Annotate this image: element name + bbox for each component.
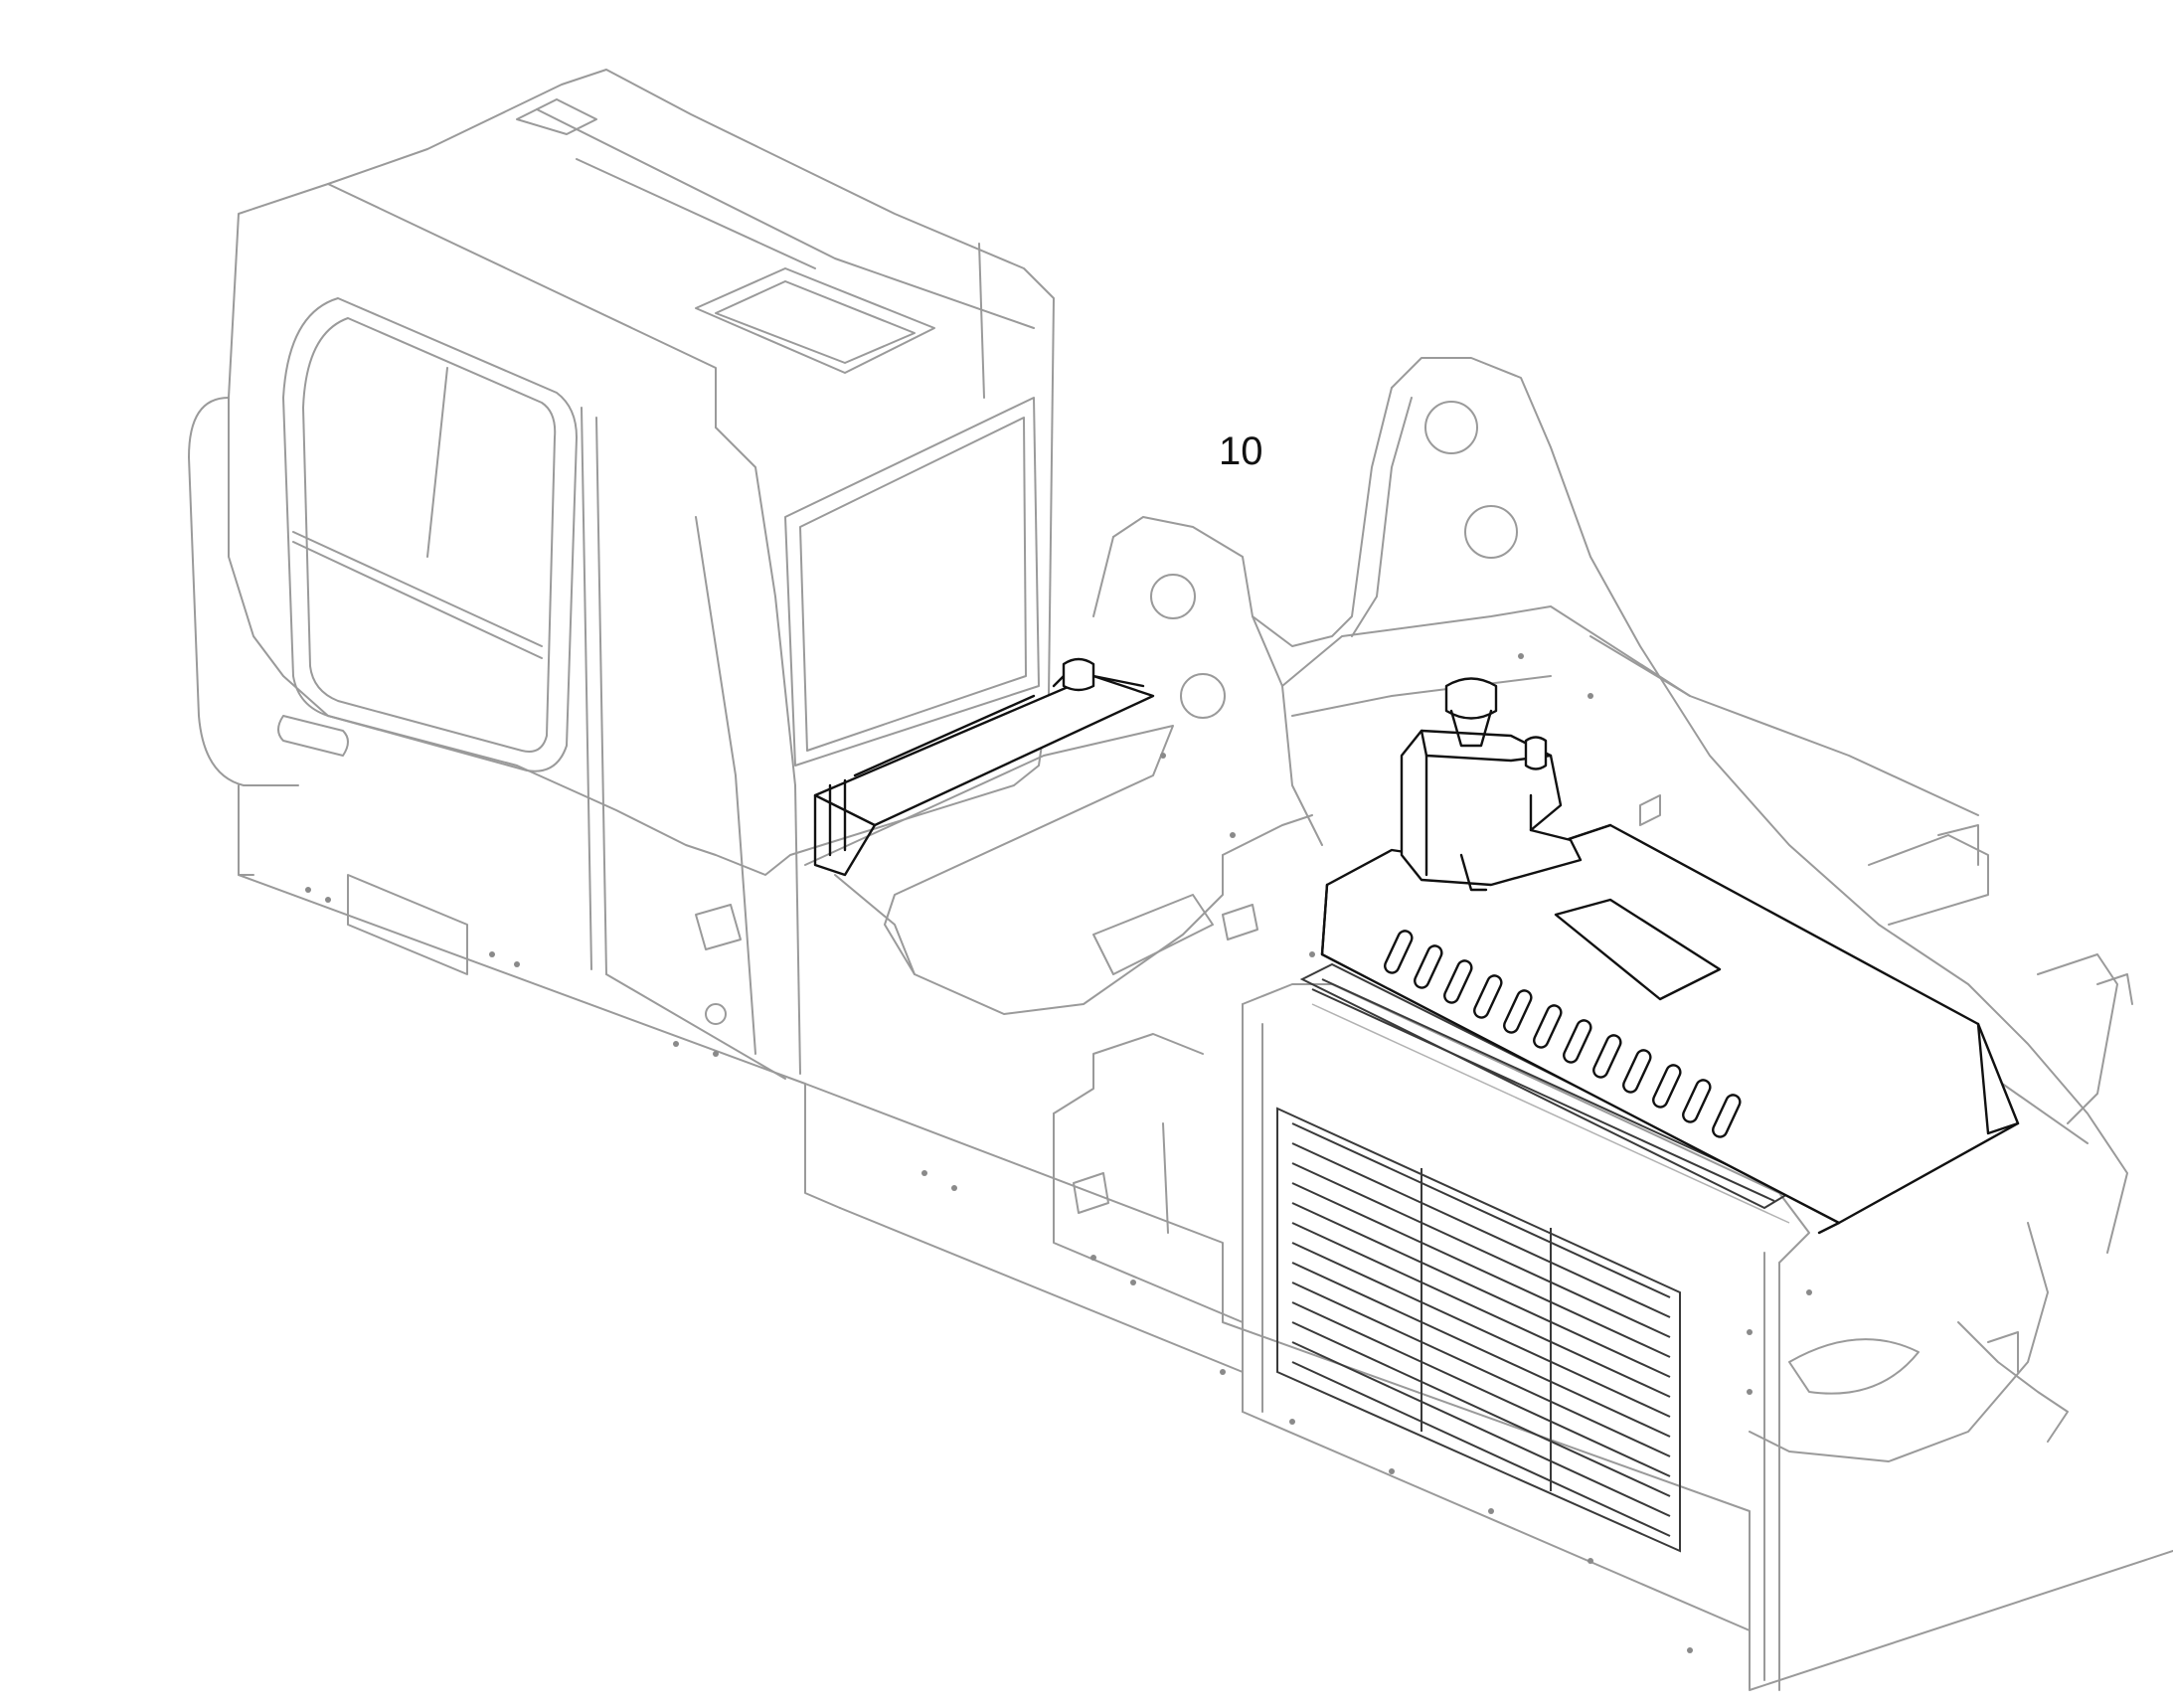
operator-cab [188, 69, 1055, 1080]
upper-frame [238, 784, 2173, 1691]
callout-label: 10 [1219, 429, 1263, 473]
center-console [804, 725, 1313, 1015]
engine-door-grille [1291, 1122, 1671, 1537]
engine-side-door [1242, 983, 1810, 1691]
reservoir-tank [1400, 677, 1583, 892]
hood-vent-slots [1384, 930, 1742, 1138]
battery-box [813, 657, 1155, 877]
bolt-dots [305, 653, 1812, 1653]
